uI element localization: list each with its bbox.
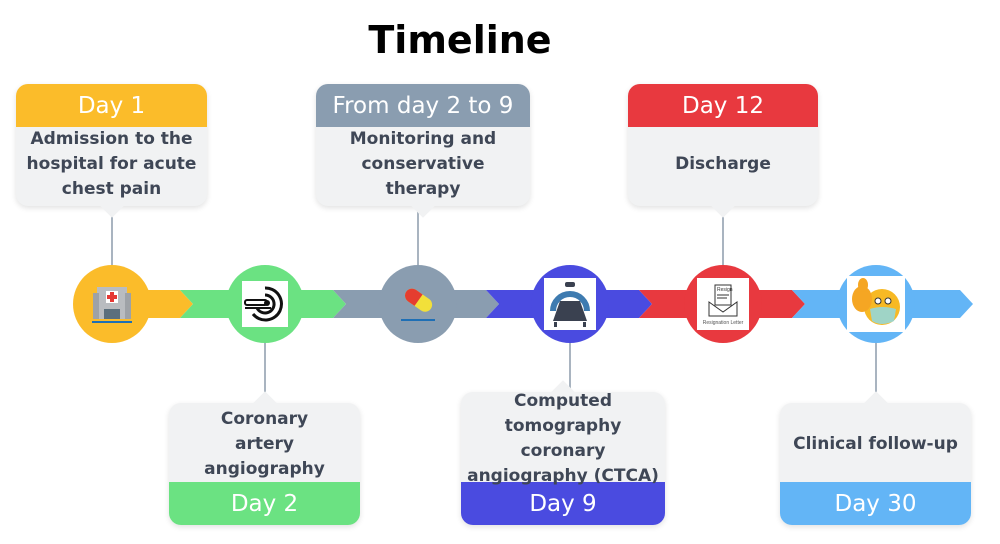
event-day-label: From day 2 to 9 <box>316 84 530 127</box>
event-description: Coronary artery angiography <box>204 409 325 479</box>
connector-line <box>264 342 266 404</box>
event-day-label: Day 2 <box>169 482 360 525</box>
event-circle-day9 <box>531 265 609 343</box>
event-day-label: Day 30 <box>780 482 971 525</box>
event-day-label: Day 1 <box>16 84 207 127</box>
letter-caption: Resignation Letter <box>702 320 744 326</box>
event-card-day2to9: From day 2 to 9 Monitoring and conservat… <box>316 84 530 218</box>
event-card-day30: Day 30 Clinical follow-up <box>780 391 971 525</box>
event-circle-day1 <box>73 265 151 343</box>
event-card-day1: Day 1 Admission to the hospital for acut… <box>16 84 207 218</box>
event-circle-day12: Resign Resignation Letter <box>684 265 762 343</box>
pill-icon <box>401 288 435 321</box>
letter-heading: Resign <box>717 287 733 293</box>
event-day-label: Day 9 <box>461 482 665 525</box>
event-circle-day30 <box>837 265 915 343</box>
hospital-icon <box>92 287 132 323</box>
event-circle-day2to9 <box>379 265 457 343</box>
scanner-icon <box>242 281 288 327</box>
connector-line <box>875 342 877 404</box>
event-description: Discharge <box>675 154 771 174</box>
event-card-day2: Day 2 Coronary artery angiography <box>169 391 360 525</box>
thumbs-up-mask-emoji-icon <box>847 276 905 332</box>
event-description: Computed tomography coronary angiography… <box>467 391 659 486</box>
letter-icon: Resign Resignation Letter <box>697 278 749 330</box>
event-card-day12: Day 12 Discharge <box>628 84 818 218</box>
event-description: Admission to the hospital for acute ches… <box>26 129 197 199</box>
page-title: Timeline <box>368 18 552 62</box>
event-description: Monitoring and conservative therapy <box>349 129 497 199</box>
connector-line <box>722 206 724 266</box>
event-day-label: Day 12 <box>628 84 818 127</box>
event-circle-day2 <box>226 265 304 343</box>
connector-line <box>569 342 571 392</box>
connector-line <box>111 206 113 266</box>
band-segment-day1 <box>140 290 193 318</box>
ct-scanner-icon <box>544 278 596 330</box>
event-card-day9: Day 9 Computed tomography coronary angio… <box>461 380 665 525</box>
connector-line <box>417 206 419 266</box>
event-description: Clinical follow-up <box>793 434 958 454</box>
